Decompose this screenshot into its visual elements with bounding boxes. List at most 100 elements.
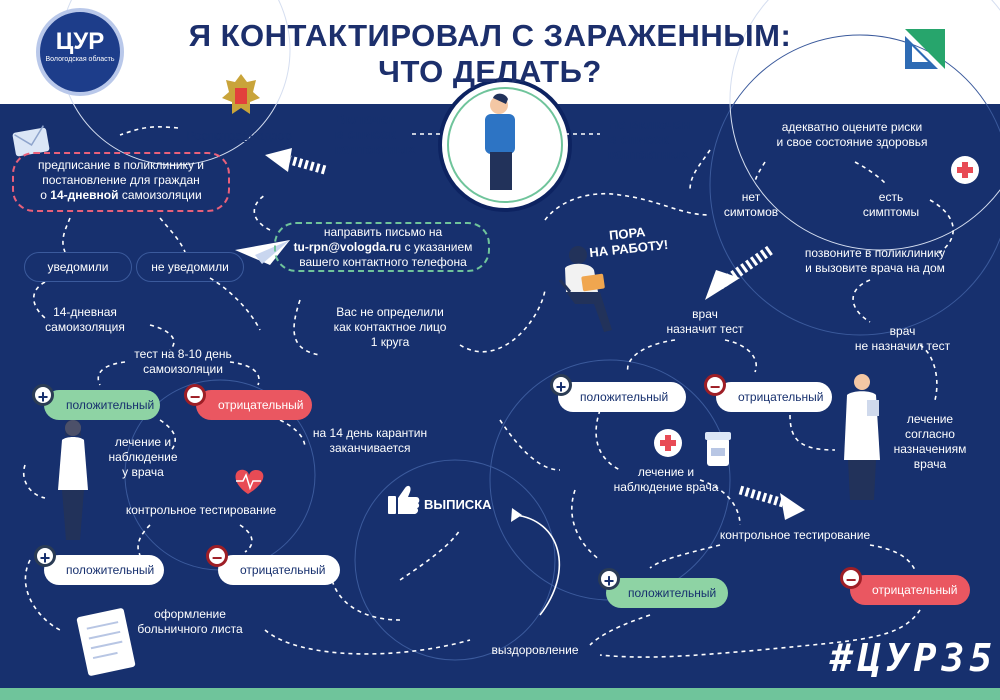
decor-circle (729, 0, 1000, 251)
not-included-line: Не включен (608, 116, 691, 132)
thumbs-up-icon (388, 485, 420, 514)
letter-line: вашего контактного телефона (299, 255, 467, 269)
not-determined-line: как контактное лицо (333, 320, 447, 334)
page-title: Я КОНТАКТИРОВАЛ С ЗАРАЖЕННЫМ: ЧТО ДЕЛАТЬ… (170, 18, 810, 90)
flow-arrow (399, 529, 461, 581)
flow-arrow (854, 161, 886, 184)
logo-subtext: Вологодская область (45, 56, 115, 63)
treatment-rx-line: согласно (905, 427, 955, 441)
rospotrebnadzor-link[interactable]: Роспотребнадзор (186, 128, 292, 143)
male-doctor-icon (844, 374, 880, 500)
flow-arrow (852, 279, 871, 323)
isolation-line: 14-дневная (53, 305, 117, 319)
flow-arrow (119, 126, 179, 136)
woman-doctor-icon (58, 419, 88, 540)
treatment-right-label: лечение и наблюдение врача (604, 465, 728, 495)
minus-icon: − (840, 567, 862, 590)
flow-arrow (97, 361, 126, 386)
not-included-line: контактных (608, 146, 689, 162)
flow-arrow (595, 409, 621, 471)
person-circle-inner (447, 87, 563, 203)
prescription-box (12, 152, 230, 212)
letter-line: tu-rpn@vologda.ru с указанием (276, 240, 490, 255)
cur-logo: ЦУР Вологодская область (36, 8, 124, 96)
treatment-rx-line: назначениям (893, 442, 967, 456)
plus-icon: + (32, 384, 54, 407)
flow-arrow (229, 361, 260, 386)
flow-arrow (626, 339, 676, 373)
flow-arrow (571, 489, 601, 561)
no-symptoms-label: нет симтомов (716, 190, 786, 220)
prescription-text: предписание в поликлинику и постановлени… (14, 158, 228, 203)
positive-pill-2: положительный (44, 555, 164, 585)
doctor-test-line: назначит тест (666, 322, 744, 336)
positive-pill-right: положительный (558, 382, 686, 412)
discharge-arrow (514, 514, 561, 616)
medical-cross-icon (951, 156, 979, 184)
call-clinic-line: и вызовите врача на дом (805, 261, 945, 275)
flow-arrow (62, 217, 71, 253)
prescription-prefix: о (40, 188, 51, 202)
rospotrebnadzor-emblem-icon (222, 74, 260, 114)
flow-arrow (279, 419, 306, 449)
assess-line: адекватно оцените риски (781, 120, 923, 134)
minus-icon: − (184, 384, 206, 407)
doctor-test-label: врач назначит тест (650, 307, 760, 337)
sick-leave-line: больничного листа (137, 622, 243, 636)
test-810-label: тест на 8-10 день самоизоляции (118, 347, 248, 377)
flow-arrow (253, 194, 271, 231)
recovery-label: выздоровление (491, 643, 579, 657)
minus-icon: − (206, 545, 228, 568)
negative-pill-right: отрицательный (716, 382, 832, 412)
assess-label: адекватно оцените риски и свое состояние… (752, 120, 952, 150)
flow-arrow (209, 277, 261, 331)
notified-box (24, 252, 132, 282)
not-determined-line: 1 круга (370, 335, 410, 349)
not-notified-box (136, 252, 244, 282)
flow-arrow (137, 524, 151, 556)
test-810-line: самоизоляции (143, 362, 223, 376)
treatment-rx-label: лечение согласно назначениям врача (880, 412, 980, 472)
flow-arrow (159, 217, 186, 253)
flow-arrow (724, 339, 757, 373)
big-arrow-2 (738, 485, 805, 520)
phone-person-icon (485, 93, 515, 190)
notified-label: уведомили (47, 260, 109, 274)
treatment-rx-line: лечение (906, 412, 954, 426)
not-determined-label: Вас не определили как контактное лицо 1 … (330, 305, 450, 350)
title-line-1: Я КОНТАКТИРОВАЛ С ЗАРАЖЕННЫМ: (188, 18, 792, 53)
flow-arrow (929, 199, 954, 256)
has-symptoms-line: есть (878, 190, 904, 204)
flow-arrow (32, 281, 46, 319)
flow-arrow (239, 524, 253, 553)
not-notified-label: не уведомили (151, 260, 229, 274)
flow-arrows (23, 126, 954, 658)
flow-arrow (264, 629, 471, 655)
discharge-label: ВЫПИСКА (424, 497, 492, 512)
included-line: контактных (335, 141, 416, 157)
flow-arrow (699, 479, 741, 526)
flow-arrow (599, 609, 921, 658)
negative-pill-right-2: отрицательный (850, 575, 970, 605)
treatment-line: у врача (122, 465, 164, 479)
plus-icon: + (550, 374, 572, 397)
flow-arrow (689, 149, 711, 191)
assess-line: и свое состояние здоровья (776, 135, 928, 149)
heart-icon (235, 469, 264, 494)
flow-arrow (329, 564, 401, 621)
doctor-no-test-line: врач (889, 324, 916, 338)
call-clinic-line: позвоните в поликлинику (804, 246, 946, 260)
letter-text: направить письмо на tu-rpn@vologda.ru с … (276, 225, 490, 270)
flow-arrow (293, 299, 321, 356)
plus-icon: + (598, 568, 620, 591)
footer-strip (0, 688, 1000, 700)
sick-leave-line: оформление (154, 607, 226, 621)
hashtag: #ЦУР35 (830, 636, 998, 680)
positive-pill: положительный (44, 390, 160, 420)
not-determined-line: Вас не определили (336, 305, 444, 319)
isolation-line: самоизоляция (45, 320, 125, 334)
test-810-line: тест на 8-10 день (134, 347, 232, 361)
not-included-label: Не включен в список контактных (608, 117, 690, 162)
